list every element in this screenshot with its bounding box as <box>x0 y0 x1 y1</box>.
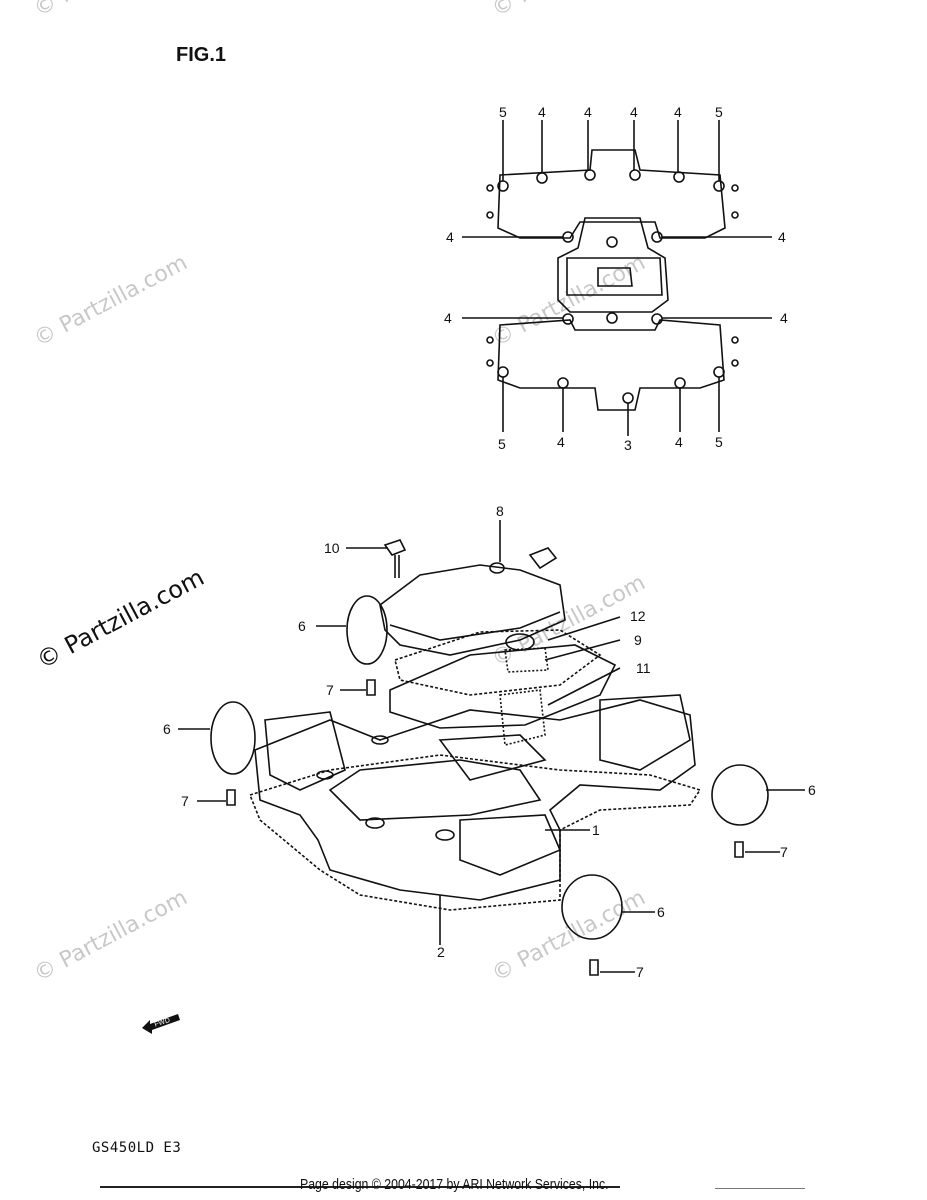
fwd-label: FWD <box>154 1017 171 1029</box>
callout-top-4: 4 <box>675 434 683 450</box>
callout-12: 12 <box>630 608 646 624</box>
callout-top-4: 4 <box>674 104 682 120</box>
callout-top-5: 5 <box>715 434 723 450</box>
callout-top-3: 3 <box>624 437 632 453</box>
callout-11: 11 <box>636 660 651 676</box>
exploded-view-outline <box>178 520 805 976</box>
callout-top-4: 4 <box>630 104 638 120</box>
callout-top-4: 4 <box>557 434 565 450</box>
callout-top-4: 4 <box>538 104 546 120</box>
callout-top-4: 4 <box>778 229 786 245</box>
callout-7: 7 <box>780 844 788 860</box>
callout-9: 9 <box>634 632 642 648</box>
footer-divider <box>100 1186 620 1188</box>
callout-7: 7 <box>636 964 644 980</box>
callout-7: 7 <box>181 793 189 809</box>
callout-8: 8 <box>496 503 504 519</box>
callout-6: 6 <box>657 904 665 920</box>
model-label: GS450LD E3 <box>92 1140 182 1156</box>
fwd-arrow-icon: FWD <box>140 1008 184 1039</box>
callout-top-4: 4 <box>444 310 452 326</box>
callout-10: 10 <box>324 540 340 556</box>
footer-divider <box>715 1188 805 1189</box>
callout-7: 7 <box>326 682 334 698</box>
top-view-outline <box>462 120 772 436</box>
callout-top-5: 5 <box>715 104 723 120</box>
callout-6: 6 <box>163 721 171 737</box>
callout-top-5: 5 <box>499 104 507 120</box>
callout-2: 2 <box>437 944 445 960</box>
footer-copyright: Page design © 2004-2017 by ARI Network S… <box>300 1176 609 1193</box>
figure-title: FIG.1 <box>176 44 227 66</box>
callout-6: 6 <box>808 782 816 798</box>
callout-top-4: 4 <box>584 104 592 120</box>
callout-top-4: 4 <box>446 229 454 245</box>
callout-6: 6 <box>298 618 306 634</box>
callout-1: 1 <box>592 822 600 838</box>
callout-top-5: 5 <box>498 436 506 452</box>
callout-top-4: 4 <box>780 310 788 326</box>
